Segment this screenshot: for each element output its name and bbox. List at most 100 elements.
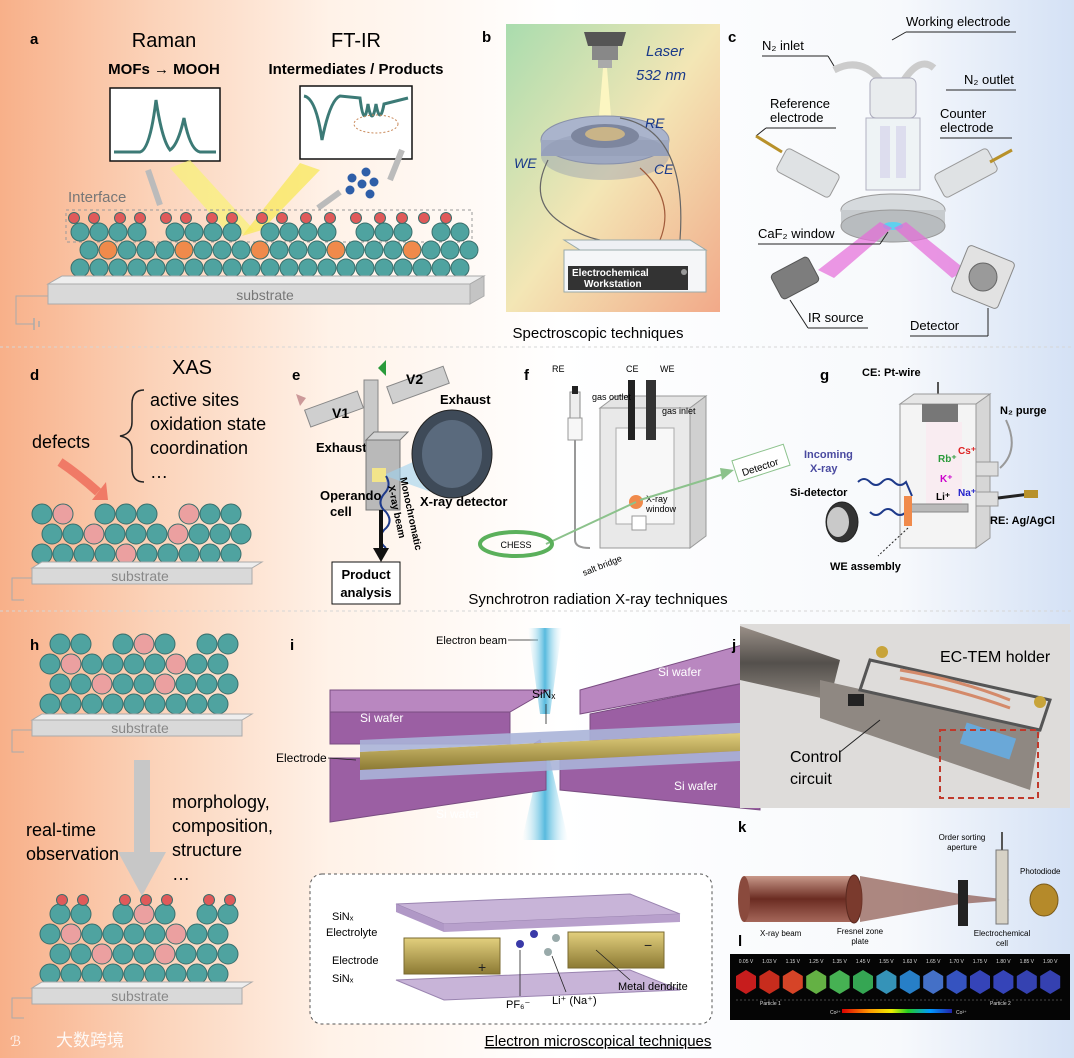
laser-wavelength: 532 nm	[636, 67, 686, 84]
raman-spectrum-box	[109, 87, 221, 162]
ir-beam-out	[894, 222, 966, 278]
lattice-atom	[178, 543, 200, 565]
panel-a: a Raman MOFs → MOOH FT-IR Intermediates …	[15, 30, 486, 330]
re-label: RE	[645, 115, 665, 131]
time-arrow	[118, 760, 166, 896]
xas-item-1: active sites	[150, 390, 239, 410]
x-ray-beam-cylinder	[744, 876, 854, 922]
panel-label-e: e	[292, 367, 300, 384]
lattice-atom	[62, 523, 84, 545]
panel-k: k Order sorting aperture Photodiode X-ra…	[738, 819, 1061, 948]
we-assembly-label: WE assembly	[830, 561, 902, 573]
lattice-atom	[184, 222, 204, 242]
panel-i: i Electron beam Si wafer Si wafer Si waf…	[276, 628, 761, 1025]
caf2-window-label: CaF₂ window	[758, 226, 835, 241]
lattice-atom	[133, 903, 155, 925]
lattice-atom	[412, 258, 432, 278]
lattice-atom	[165, 923, 187, 945]
order-sorting-label-1: Order sorting	[939, 833, 986, 842]
fresnel-zone-plate	[845, 874, 863, 924]
lattice-atom	[91, 943, 113, 965]
surface-adsorbate	[206, 212, 218, 224]
lattice-atom	[112, 673, 134, 695]
electron-beam-label: Electron beam	[436, 635, 507, 647]
lattice-atom	[133, 943, 155, 965]
re-label-f: RE	[552, 364, 565, 374]
lattice-atom	[317, 258, 337, 278]
ir-source	[770, 256, 820, 300]
co2-label: Co²⁺	[830, 1010, 841, 1016]
lattice-atom	[81, 963, 103, 985]
lattice-atom	[112, 943, 134, 965]
atom-lattice-h-after	[39, 894, 239, 985]
photodiode-label: Photodiode	[1020, 867, 1061, 876]
product-molecules	[345, 167, 379, 199]
lattice-atom	[165, 693, 187, 715]
atom-lattice-d	[31, 503, 252, 565]
lattice-atom	[60, 963, 82, 985]
lattice-atom	[127, 258, 147, 278]
order-sorting-label-2: aperture	[947, 843, 977, 852]
panel-f: f RE CE WE gas outlet gas inlet X-ray wi…	[478, 364, 791, 578]
particle-1-label: Particle 1	[760, 1001, 781, 1007]
exhaust-label-1: Exhaust	[440, 392, 491, 407]
panel-c: c Working electrode N₂ inlet N₂ outlet R…	[728, 14, 1016, 337]
lattice-atom	[144, 693, 166, 715]
lattice-atom	[178, 503, 200, 525]
co3-label: Co³⁺	[956, 1010, 967, 1016]
lattice-atom	[41, 523, 63, 545]
ftir-title: FT-IR	[331, 30, 381, 52]
lattice-atom	[307, 240, 327, 260]
lattice-atom	[154, 903, 176, 925]
k-ion: K⁺	[940, 474, 953, 485]
lattice-atom	[440, 240, 460, 260]
ir-beam-in	[818, 222, 892, 278]
lattice-atom	[207, 923, 229, 945]
ir-source-label: IR source	[808, 310, 864, 325]
lattice-atom	[49, 673, 71, 695]
ce-label-f: CE	[626, 364, 639, 374]
surface-adsorbate	[140, 894, 152, 906]
voltage-label: 1.25 V	[809, 959, 824, 965]
inset-sinx-label-1: SiNₓ	[332, 911, 354, 923]
salt-bridge-label: salt bridge	[581, 553, 623, 578]
lattice-atom	[79, 240, 99, 260]
lattice-atom	[136, 240, 156, 260]
voltage-label: 1.70 V	[949, 959, 964, 965]
lattice-atom	[49, 903, 71, 925]
lattice-atom	[39, 693, 61, 715]
lattice-atom	[102, 963, 124, 985]
atom-lattice-a	[68, 212, 479, 278]
lattice-atom	[60, 693, 82, 715]
lattice-atom	[431, 258, 451, 278]
lattice-atom	[186, 923, 208, 945]
lattice-atom	[91, 673, 113, 695]
particle-map-tile	[736, 970, 756, 994]
lattice-atom	[450, 258, 470, 278]
lattice-atom	[39, 963, 61, 985]
product-analysis-box	[331, 561, 401, 605]
lattice-atom	[196, 633, 218, 655]
surface-adsorbate	[276, 212, 288, 224]
rb-ion: Rb⁺	[938, 454, 957, 465]
raman-subtitle: MOFs → MOOH	[108, 61, 220, 78]
lattice-atom	[203, 222, 223, 242]
control-label-2: circuit	[790, 771, 832, 788]
voltage-label: 1.75 V	[973, 959, 988, 965]
li-na-label: Li⁺ (Na⁺)	[552, 995, 597, 1007]
lattice-atom	[186, 653, 208, 675]
lattice-atom	[102, 923, 124, 945]
surface-adsorbate	[440, 212, 452, 224]
inset-sinx-label-2: SiNₓ	[332, 973, 354, 985]
lattice-atom	[39, 653, 61, 675]
lattice-atom	[374, 258, 394, 278]
atom-lattice-h-before	[39, 633, 239, 715]
working-electrode-label: Working electrode	[906, 14, 1011, 29]
ec-cell-label-2: cell	[996, 939, 1008, 948]
counter-electrode-label: Counter	[940, 106, 987, 121]
composition-label: composition,	[172, 816, 273, 836]
fresnel-label-1: Fresnel zone	[837, 927, 884, 936]
na-ion: Na⁺	[958, 488, 976, 499]
valve-v2	[386, 365, 450, 405]
lattice-atom	[73, 543, 95, 565]
